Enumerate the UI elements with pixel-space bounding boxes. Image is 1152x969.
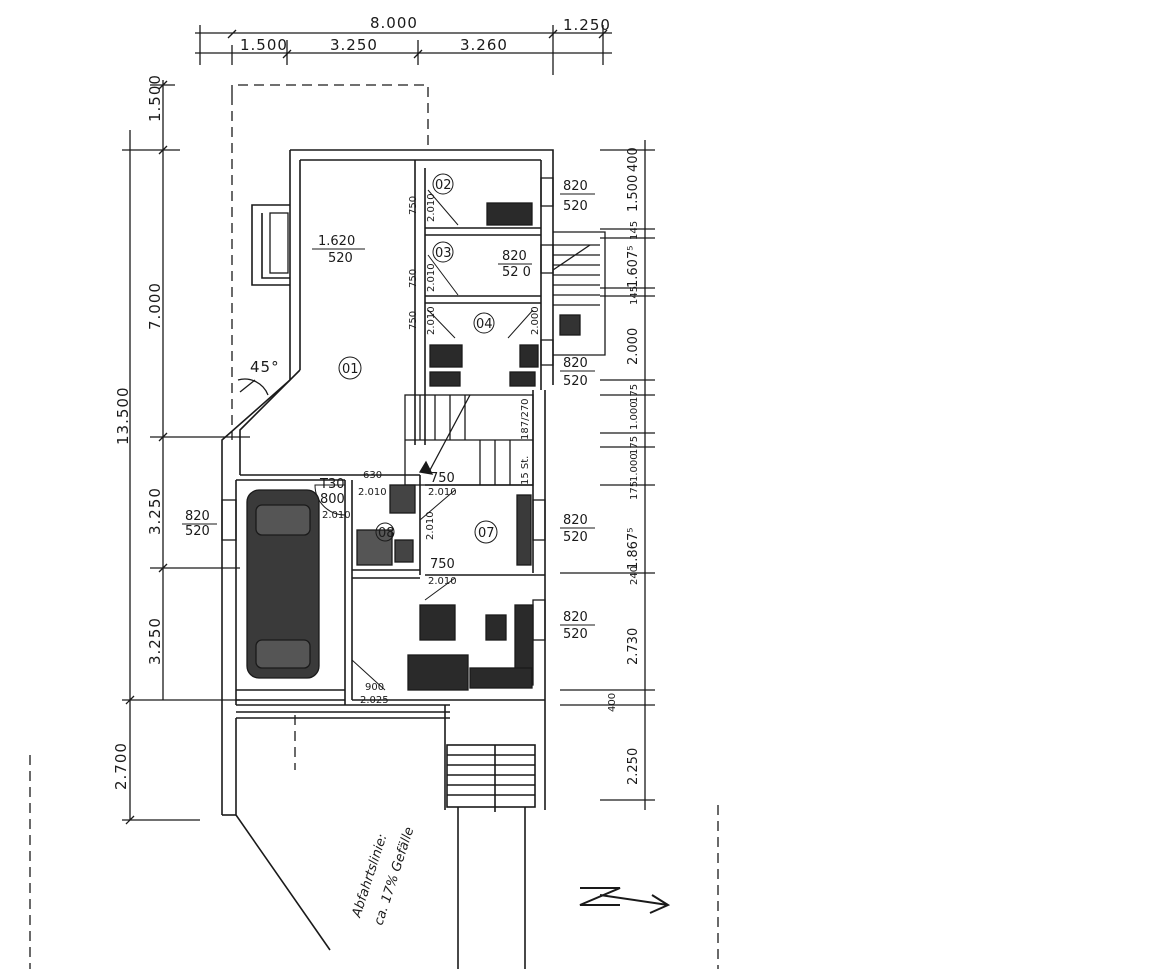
window-04-width: 820 [563,356,588,371]
right-dimension-lines [560,140,655,810]
property-boundary [29,84,719,969]
right-dim-5: 145 [629,286,640,305]
right-dim-3: 145 [629,221,640,240]
top-dim-seg3: 3.260 [460,36,508,54]
room-02-label: 02 [435,178,452,193]
door-08-height: 2.010 [358,487,387,498]
window-01-width: 1.620 [318,234,355,249]
door-07b-height: 2.010 [425,511,436,540]
right-dim-8: 1.000 [629,401,640,430]
car-icon [246,489,320,679]
stair-steps: 15 St. [520,456,531,485]
window-01-height: 520 [328,251,353,266]
door-kitchen-width: 750 [430,557,455,572]
window-garage-height: 520 [185,524,210,539]
window-kitchen-height: 520 [563,627,588,642]
top-dim-seg2: 3.250 [330,36,378,54]
room-01-label: 01 [342,362,359,377]
right-dim-9: 175 [629,436,640,455]
room-07-label: 07 [478,526,495,541]
window-02-width: 820 [563,179,588,194]
door-04-width: 750 [408,311,419,330]
right-dim-2: 1.500 [626,175,641,212]
angle-label: 45° [250,358,280,376]
right-dim-16: 2.250 [626,748,641,785]
door-t30-width: 800 [320,492,345,507]
door-07-height: 2.010 [428,487,457,498]
window-marks [221,177,554,641]
window-03-width: 820 [502,249,527,264]
door-03-height: 2.010 [426,263,437,292]
top-dim-seg1: 1.500 [240,36,288,54]
top-dimension-lines [195,25,612,75]
north-arrow-icon [579,887,671,914]
right-dim-14: 2.730 [626,628,641,665]
angle-mark [237,378,269,396]
building-walls [221,149,554,969]
fixtures [356,202,539,691]
room-04-label: 04 [476,317,493,332]
door-t30-type: T30 [319,477,344,492]
room-08-label: 08 [378,526,395,541]
door-swings [314,189,534,691]
door-08-width: 630 [363,470,382,481]
door-04b-height: 2.000 [530,306,541,335]
door-kitchen-height: 2.010 [428,576,457,587]
door-garage-height: 2.025 [360,695,389,706]
right-dim-1: 400 [626,147,641,172]
right-dim-6: 2.000 [626,328,641,365]
window-07-width: 820 [563,513,588,528]
window-02-height: 520 [563,199,588,214]
door-07-width: 750 [430,471,455,486]
window-03-height: 52 0 [502,265,531,280]
left-dimension-lines [122,80,250,825]
door-t30-height: 2.010 [322,510,351,521]
door-garage-width: 900 [365,682,384,693]
right-dim-15: 400 [607,693,618,712]
right-dim-11: 175 [629,481,640,500]
left-dim-3: 13.500 [114,387,132,446]
left-dim-5: 3.250 [146,617,164,665]
door-04-height: 2.010 [426,306,437,335]
stair-ratio: 187/270 [520,398,531,440]
left-dim-6: 2.700 [112,742,130,790]
window-garage-width: 820 [185,509,210,524]
top-dim-extra: 1.250 [563,16,611,34]
right-dim-13: 240 [629,566,640,585]
right-dim-10: 1.000 [629,453,640,482]
window-07-height: 520 [563,530,588,545]
external-stair [552,231,606,356]
left-dim-2: 7.000 [146,282,164,330]
left-dim-4: 3.250 [146,487,164,535]
room-03-label: 03 [435,246,452,261]
top-dim-total: 8.000 [370,14,418,32]
left-dim-1: 1.500 [146,74,164,122]
right-dim-4: 1.607⁵ [626,246,641,288]
right-dim-12: 1.867⁵ [626,528,641,570]
window-kitchen-width: 820 [563,610,588,625]
right-dim-7: 175 [629,384,640,403]
interior-stair [404,394,534,486]
door-03-width: 750 [408,269,419,288]
window-04-height: 520 [563,374,588,389]
door-02-width: 750 [408,196,419,215]
door-02-height: 2.010 [426,193,437,222]
